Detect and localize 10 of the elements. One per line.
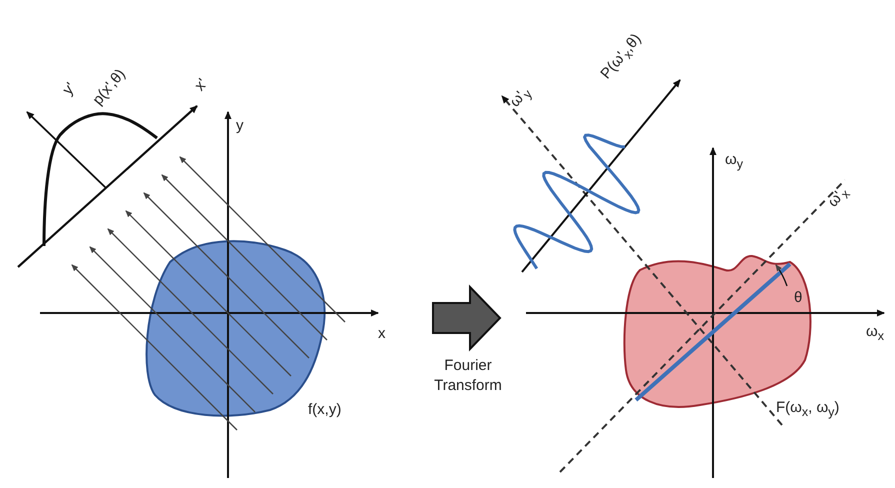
axis-label: x (378, 326, 386, 341)
axis-label: F(ω$_{x}$, ω$_{y}$) (776, 400, 840, 418)
arrow-caption: Fourier Transform (433, 356, 503, 395)
axis-label: θ (794, 290, 802, 305)
axis-label: y' (60, 80, 78, 98)
axis-label: y (236, 118, 244, 133)
axis-label: ω$_{y}$ (725, 152, 743, 170)
axis-label: ω$_{x}$ (866, 324, 884, 342)
axis-label: x' (192, 76, 210, 94)
axis-label: f(x,y) (308, 402, 342, 417)
